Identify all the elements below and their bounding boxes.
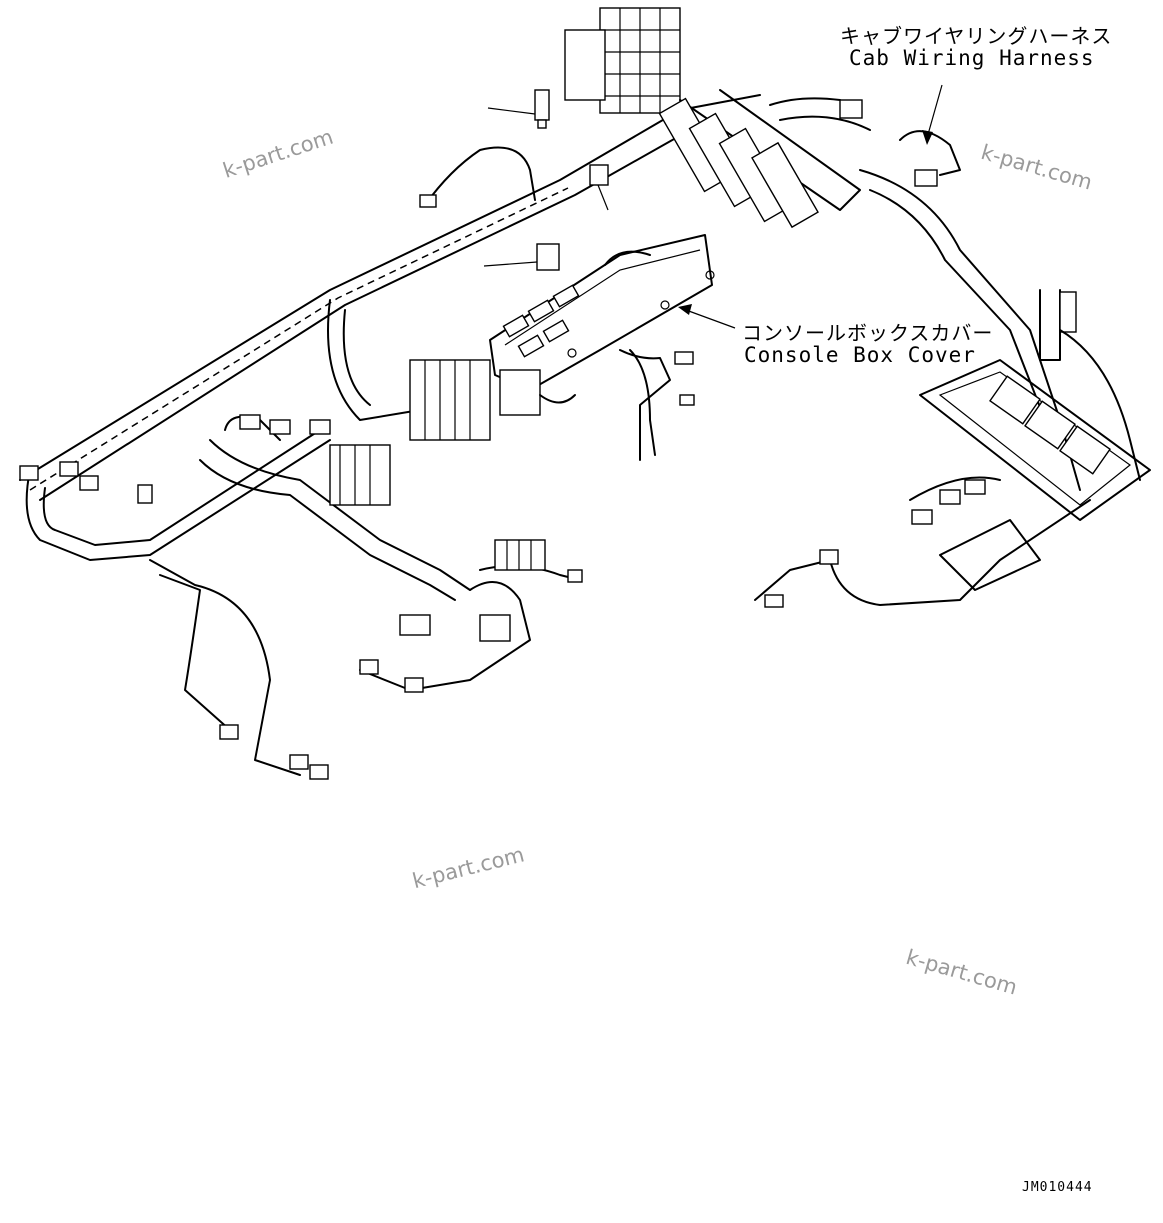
lower-harness-cluster	[359, 539, 583, 693]
right-control-plate	[754, 359, 1151, 608]
drawing-code: JM010444	[1022, 1180, 1093, 1195]
console-box-cover	[489, 234, 715, 461]
small-parts-callouts	[483, 89, 609, 271]
console-cover-label-en: Console Box Cover	[744, 343, 976, 367]
cab-harness-label-jp: キャブワイヤリングハーネス	[840, 24, 1113, 48]
left-center-harness	[19, 414, 471, 780]
console-cover-label-jp: コンソールボックスカバー	[742, 321, 994, 345]
main-harness-trunk	[19, 94, 761, 561]
upper-left-pigtail	[419, 146, 536, 208]
central-connector-bank	[409, 359, 576, 441]
label-leaders	[678, 84, 943, 329]
cab-harness-label-en: Cab Wiring Harness	[849, 46, 1095, 70]
fuse-relay-block	[564, 7, 871, 229]
right-harness-branch	[859, 130, 1141, 491]
